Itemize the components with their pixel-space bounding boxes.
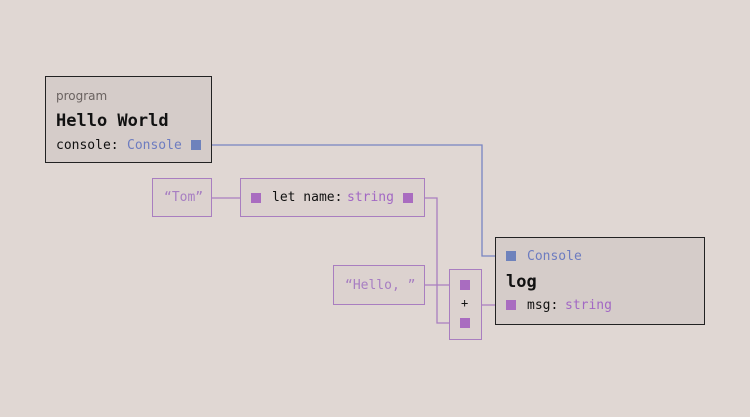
program-node[interactable]: program Hello World console: Console (45, 76, 212, 163)
program-title: Hello World (56, 111, 169, 131)
hello-literal-text: “Hello, ” (345, 278, 416, 293)
log-msg-param-name: msg: (527, 298, 559, 313)
hello-literal-node[interactable]: “Hello, ” (333, 265, 425, 305)
log-console-input-label: Console (527, 249, 582, 264)
plus-input-port-2[interactable] (460, 318, 470, 328)
log-msg-param-type: string (565, 298, 612, 313)
plus-input-port-1[interactable] (460, 280, 470, 290)
console-field-name: console: (56, 138, 119, 153)
let-name-node[interactable]: let name: string (240, 178, 425, 217)
let-name-type: string (347, 190, 394, 205)
log-msg-input-port[interactable] (506, 300, 516, 310)
log-title: log (506, 272, 537, 292)
console-output-port[interactable] (191, 140, 201, 150)
console-field-type: Console (127, 138, 182, 153)
let-name-input-port[interactable] (251, 193, 261, 203)
let-name-label: let name: (272, 190, 343, 205)
log-node[interactable]: Console log msg: string (495, 237, 705, 325)
log-console-input-port[interactable] (506, 251, 516, 261)
let-name-output-port[interactable] (403, 193, 413, 203)
plus-operator-symbol: + (461, 296, 469, 310)
program-caption: program (56, 89, 108, 103)
tom-literal-node[interactable]: “Tom” (152, 178, 212, 217)
tom-literal-text: “Tom” (164, 190, 204, 205)
